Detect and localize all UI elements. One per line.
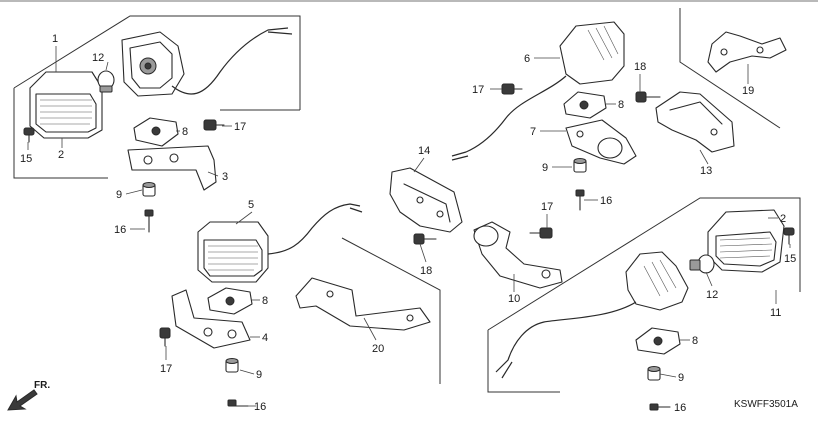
rubber-part-8-front-mid bbox=[207, 287, 253, 315]
callout-part-7: 7 bbox=[530, 126, 536, 138]
winker-lens-part-1 bbox=[29, 71, 103, 139]
bracket-part-19 bbox=[707, 31, 787, 73]
rear-bracket-frame bbox=[679, 8, 781, 129]
front-direction-label: FR. bbox=[34, 380, 50, 391]
winker-assembly-part-6 bbox=[451, 21, 625, 161]
callout-part-11: 11 bbox=[770, 307, 781, 319]
collar-part-9-rear-top bbox=[573, 158, 587, 173]
front-arrow-icon bbox=[7, 389, 38, 411]
bracket-part-14 bbox=[389, 167, 463, 233]
callout-part-8-rear-bottom: 8 bbox=[692, 335, 698, 347]
callout-part-9-rear-top: 9 bbox=[542, 162, 548, 174]
callout-part-8-front-left: 8 bbox=[182, 126, 188, 138]
winker-stay-part-7 bbox=[565, 119, 637, 165]
bulb-part-12 bbox=[97, 70, 115, 93]
callout-part-9-front-left: 9 bbox=[116, 189, 122, 201]
stay-part-10 bbox=[473, 221, 563, 289]
winker-housing-front-left bbox=[121, 27, 293, 97]
callout-part-16-front-mid: 16 bbox=[254, 401, 266, 413]
bolt-part-17-center bbox=[529, 227, 553, 239]
bolt-part-17-rear-top bbox=[501, 83, 523, 95]
callout-part-19: 19 bbox=[742, 85, 754, 97]
bolt-part-17-front-mid bbox=[159, 327, 171, 347]
callout-part-17-center: 17 bbox=[541, 201, 553, 213]
callout-part-2-front: 2 bbox=[58, 149, 64, 161]
callout-part-18-center: 18 bbox=[420, 265, 432, 277]
callout-part-8-front-mid: 8 bbox=[262, 295, 268, 307]
winker-lens-part-2-rear bbox=[707, 209, 785, 273]
callout-part-9-rear-bottom: 9 bbox=[678, 372, 684, 384]
bolt-part-17-front-left bbox=[203, 119, 225, 131]
callout-part-15-rear: 15 bbox=[784, 253, 796, 265]
callout-part-14: 14 bbox=[418, 145, 430, 157]
diagram-code: KSWFF3501A bbox=[734, 399, 798, 410]
callout-part-16-rear-top: 16 bbox=[600, 195, 612, 207]
front-left-assembly-frame-top bbox=[13, 15, 301, 110]
callout-part-5: 5 bbox=[248, 199, 254, 211]
callout-part-16-front-left: 16 bbox=[114, 224, 126, 236]
callout-part-3: 3 bbox=[222, 171, 228, 183]
callout-part-4: 4 bbox=[262, 332, 268, 344]
rear-right-assembly-frame-left bbox=[487, 330, 560, 393]
callout-part-10: 10 bbox=[508, 293, 520, 305]
callout-numbers: 1 2 12 8 17 3 15 9 16 5 8 4 17 9 16 20 1… bbox=[20, 33, 796, 414]
callout-part-12-rear: 12 bbox=[706, 289, 718, 301]
rear-right-assembly-frame-top bbox=[487, 197, 801, 331]
stay-part-20 bbox=[295, 277, 431, 331]
callout-part-16-rear-bottom: 16 bbox=[674, 402, 686, 414]
winker-stay-part-4 bbox=[171, 289, 251, 349]
bolt-part-16-rear-bottom bbox=[649, 403, 671, 411]
winker-assembly-part-5 bbox=[197, 203, 363, 283]
callout-part-1: 1 bbox=[52, 33, 58, 45]
bolt-part-18-rear bbox=[635, 91, 661, 103]
bolt-part-16-rear-top bbox=[575, 189, 585, 211]
rubber-part-8-rear-top bbox=[563, 91, 607, 119]
callout-part-17-front-left: 17 bbox=[234, 121, 246, 133]
collar-part-9-front-left bbox=[142, 182, 156, 197]
callout-part-9-front-mid: 9 bbox=[256, 369, 262, 381]
center-bracket-frame bbox=[341, 237, 441, 384]
winker-stay-part-3 bbox=[127, 145, 217, 191]
bolt-part-16-front-left bbox=[144, 209, 154, 233]
bolt-part-18-center bbox=[413, 233, 437, 245]
collar-part-9-rear-bottom bbox=[647, 366, 661, 381]
callout-part-15-front: 15 bbox=[20, 153, 32, 165]
callout-part-18-rear: 18 bbox=[634, 61, 646, 73]
screw-part-15-rear bbox=[783, 227, 795, 245]
bolt-part-16-front-mid bbox=[227, 399, 249, 407]
callout-part-8-rear-top: 8 bbox=[618, 99, 624, 111]
screw-part-15-front-left bbox=[23, 127, 35, 143]
front-direction-indicator: FR. bbox=[7, 380, 50, 411]
leader-lines bbox=[27, 46, 791, 407]
callout-part-13: 13 bbox=[700, 165, 712, 177]
rubber-part-8-front-left bbox=[133, 117, 179, 147]
callout-part-2-rear: 2 bbox=[780, 213, 786, 225]
front-left-assembly-frame-bottom bbox=[13, 88, 108, 179]
winker-housing-rear-right bbox=[495, 251, 689, 379]
rubber-part-8-rear-bottom bbox=[635, 327, 681, 355]
callout-part-17-rear-top: 17 bbox=[472, 84, 484, 96]
callout-part-20: 20 bbox=[372, 343, 384, 355]
bulb-part-12-rear bbox=[689, 254, 715, 274]
bracket-part-13 bbox=[655, 91, 735, 153]
callout-part-6: 6 bbox=[524, 53, 530, 65]
collar-part-9-front-mid bbox=[225, 358, 239, 373]
callout-part-17-front-mid: 17 bbox=[160, 363, 172, 375]
callout-part-12-front: 12 bbox=[92, 52, 104, 64]
